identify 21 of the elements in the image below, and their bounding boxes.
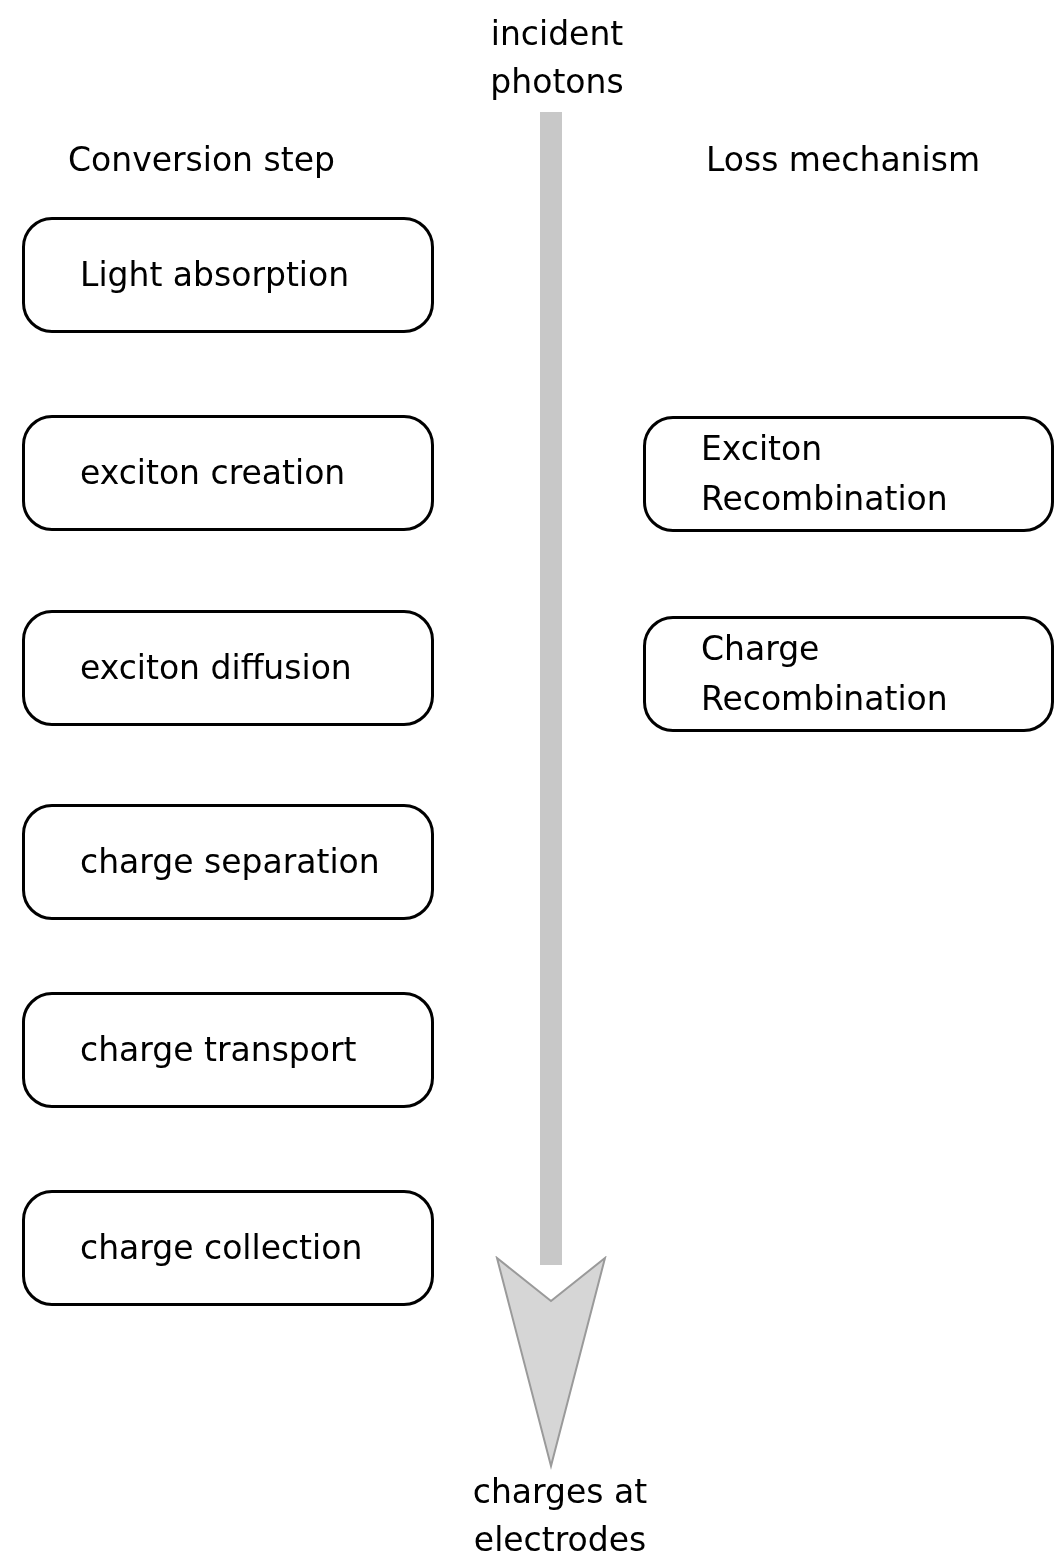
process-box <box>22 217 434 333</box>
box-label: charge separation <box>80 841 380 883</box>
box-label: charge transport <box>80 1029 357 1071</box>
box-label: exciton creation <box>80 452 346 494</box>
thick-arrow <box>496 112 606 1467</box>
column-heading: Conversion step <box>68 140 335 180</box>
process-box <box>22 610 434 726</box>
column-heading: Loss mechanism <box>706 140 981 180</box>
process-box <box>22 804 434 920</box>
box-label: Exciton Recombination <box>701 428 949 520</box>
box-label: charge collection <box>80 1227 363 1269</box>
flow-label: incident photons <box>457 10 657 106</box>
process-box <box>643 416 1054 532</box>
process-box <box>22 992 434 1108</box>
process-box <box>22 1190 434 1306</box>
process-box <box>643 616 1054 732</box>
box-label: Charge Recombination <box>701 628 949 720</box>
process-box <box>22 415 434 531</box>
box-label: Light absorption <box>80 254 350 296</box>
box-label: exciton diffusion <box>80 647 352 689</box>
flow-label: charges at electrodes <box>440 1468 680 1562</box>
